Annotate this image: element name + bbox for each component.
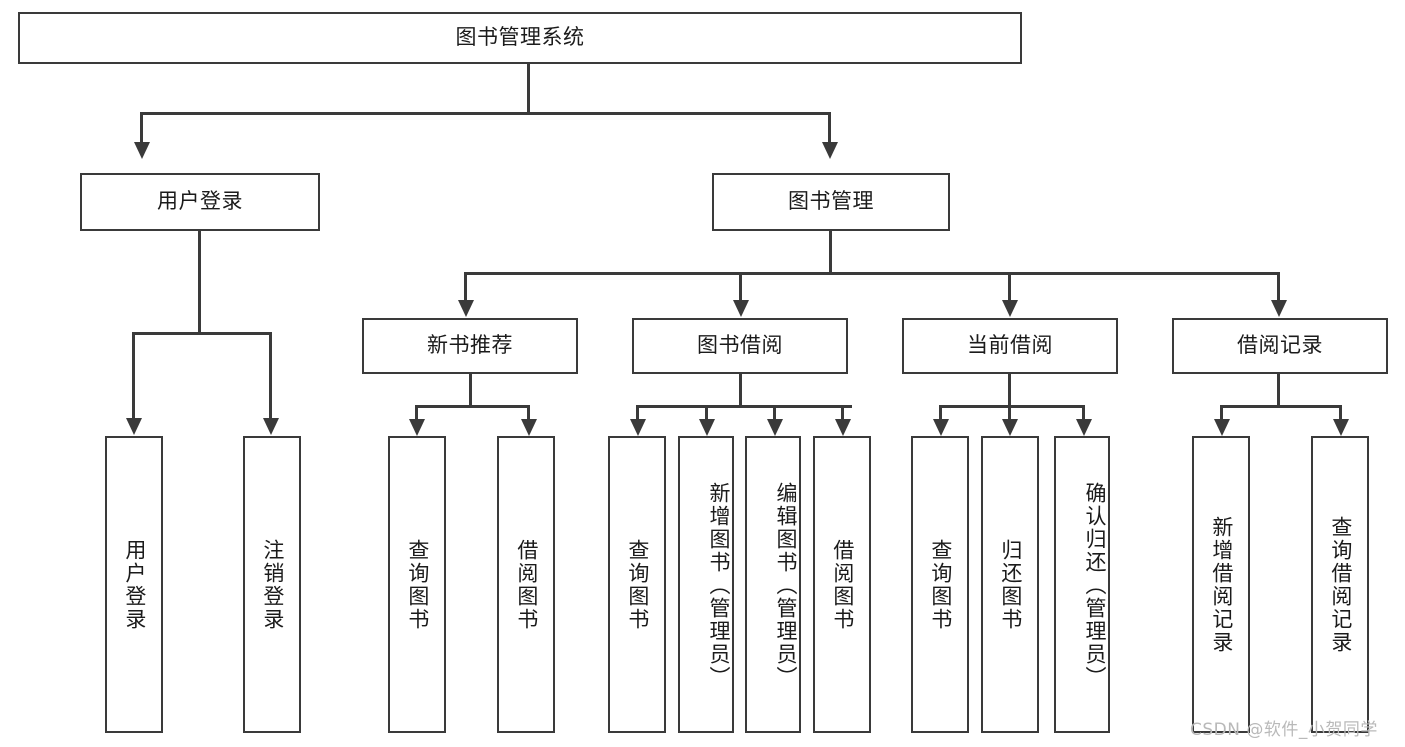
edge-root-to-book-mgmt [828,112,831,147]
node-book-borrow[interactable]: 图书借阅 [632,318,848,374]
arrow-book-mgmt-to-book-borrow [733,300,749,317]
csdn-watermark: CSDN @软件_小贺同学 [1190,720,1378,740]
leaf-borrow-edit-book-admin[interactable]: 编辑图书（管理员） [745,436,801,733]
edge-current-borrow-stem [1008,374,1011,408]
node-label: 确认归还（管理员） [1083,482,1107,689]
leaf-user-login[interactable]: 用户登录 [105,436,163,733]
leaf-new-books-query-book[interactable]: 查询图书 [388,436,446,733]
leaf-new-books-borrow-book[interactable]: 借阅图书 [497,436,555,733]
leaf-current-confirm-return-admin[interactable]: 确认归还（管理员） [1054,436,1110,733]
edge-new-books-bus [415,405,530,408]
node-label: 图书管理系统 [455,25,585,50]
node-current-borrow[interactable]: 当前借阅 [902,318,1118,374]
node-borrow-records[interactable]: 借阅记录 [1172,318,1388,374]
arrow-book-borrow-to-leaf-3 [767,419,783,436]
edge-book-borrow-to-leaf-1 [636,405,639,423]
edge-book-mgmt-to-new-books [464,272,467,304]
leaf-records-query-record[interactable]: 查询借阅记录 [1311,436,1369,733]
edge-book-mgmt-to-current-borrow [1008,272,1011,304]
arrow-current-borrow-to-leaf-3 [1076,419,1092,436]
arrow-book-mgmt-to-new-books [458,300,474,317]
edge-current-borrow-to-leaf-2 [1008,405,1011,423]
edge-user-login-to-leaf-2 [269,332,272,422]
edge-records-bus [1220,405,1342,408]
arrow-user-login-to-leaf-2 [263,418,279,435]
leaf-current-query-book[interactable]: 查询图书 [911,436,969,733]
arrow-root-to-user-login [134,142,150,159]
node-label: 用户登录 [157,189,243,214]
arrow-current-borrow-to-leaf-1 [933,419,949,436]
leaf-borrow-query-book[interactable]: 查询图书 [608,436,666,733]
edge-records-stem [1277,374,1280,408]
edge-book-mgmt-to-book-borrow [739,272,742,304]
node-label: 查询图书 [625,538,650,631]
edge-current-borrow-to-leaf-3 [1082,405,1085,423]
arrow-records-to-leaf-2 [1333,419,1349,436]
edge-user-login-bus [132,332,271,335]
node-user-login[interactable]: 用户登录 [80,173,320,231]
edge-records-to-leaf-2 [1339,405,1342,423]
edge-book-borrow-to-leaf-4 [841,405,844,423]
node-book-management[interactable]: 图书管理 [712,173,950,231]
arrow-current-borrow-to-leaf-2 [1002,419,1018,436]
edge-new-books-to-leaf-1 [415,405,418,423]
node-label: 借阅记录 [1237,333,1323,358]
edge-book-mgmt-stem [829,231,832,274]
node-label: 查询图书 [928,538,953,631]
arrow-root-to-book-mgmt [822,142,838,159]
node-new-book-recommend[interactable]: 新书推荐 [362,318,578,374]
edge-records-to-leaf-1 [1220,405,1223,423]
edge-new-books-to-leaf-2 [527,405,530,423]
node-label: 新增图书（管理员） [707,482,731,689]
leaf-current-return-book[interactable]: 归还图书 [981,436,1039,733]
arrow-book-borrow-to-leaf-4 [835,419,851,436]
node-label: 借阅图书 [830,538,855,631]
edge-new-books-stem [469,374,472,408]
leaf-borrow-borrow-book[interactable]: 借阅图书 [813,436,871,733]
edge-book-mgmt-to-records [1277,272,1280,304]
edge-user-login-to-leaf-1 [132,332,135,422]
node-label: 图书借阅 [697,333,783,358]
edge-book-borrow-stem [739,374,742,408]
arrow-book-borrow-to-leaf-2 [699,419,715,436]
leaf-logout[interactable]: 注销登录 [243,436,301,733]
node-label: 注销登录 [260,538,285,631]
edge-book-borrow-to-leaf-2 [705,405,708,423]
edge-book-borrow-bus [636,405,852,408]
arrow-book-mgmt-to-records [1271,300,1287,317]
edge-root-stem [527,64,530,114]
arrow-user-login-to-leaf-1 [126,418,142,435]
node-label: 查询借阅记录 [1328,515,1353,654]
edge-root-bus [140,112,831,115]
edge-book-mgmt-bus [464,272,1280,275]
edge-root-to-user-login [140,112,143,147]
node-label: 用户登录 [122,538,147,631]
edge-book-borrow-to-leaf-3 [773,405,776,423]
edge-current-borrow-to-leaf-1 [939,405,942,423]
leaf-borrow-add-book-admin[interactable]: 新增图书（管理员） [678,436,734,733]
arrow-book-mgmt-to-current-borrow [1002,300,1018,317]
node-label: 图书管理 [788,189,874,214]
leaf-records-add-record[interactable]: 新增借阅记录 [1192,436,1250,733]
arrow-book-borrow-to-leaf-1 [630,419,646,436]
node-label: 编辑图书（管理员） [774,482,798,689]
arrow-records-to-leaf-1 [1214,419,1230,436]
edge-current-borrow-bus [939,405,1085,408]
node-root-system[interactable]: 图书管理系统 [18,12,1022,64]
arrow-new-books-to-leaf-2 [521,419,537,436]
node-label: 新增借阅记录 [1209,515,1234,654]
arrow-new-books-to-leaf-1 [409,419,425,436]
node-label: 查询图书 [405,538,430,631]
node-label: 新书推荐 [427,333,513,358]
node-label: 借阅图书 [514,538,539,631]
edge-user-login-stem [198,231,201,335]
node-label: 当前借阅 [967,333,1053,358]
node-label: 归还图书 [998,538,1023,631]
